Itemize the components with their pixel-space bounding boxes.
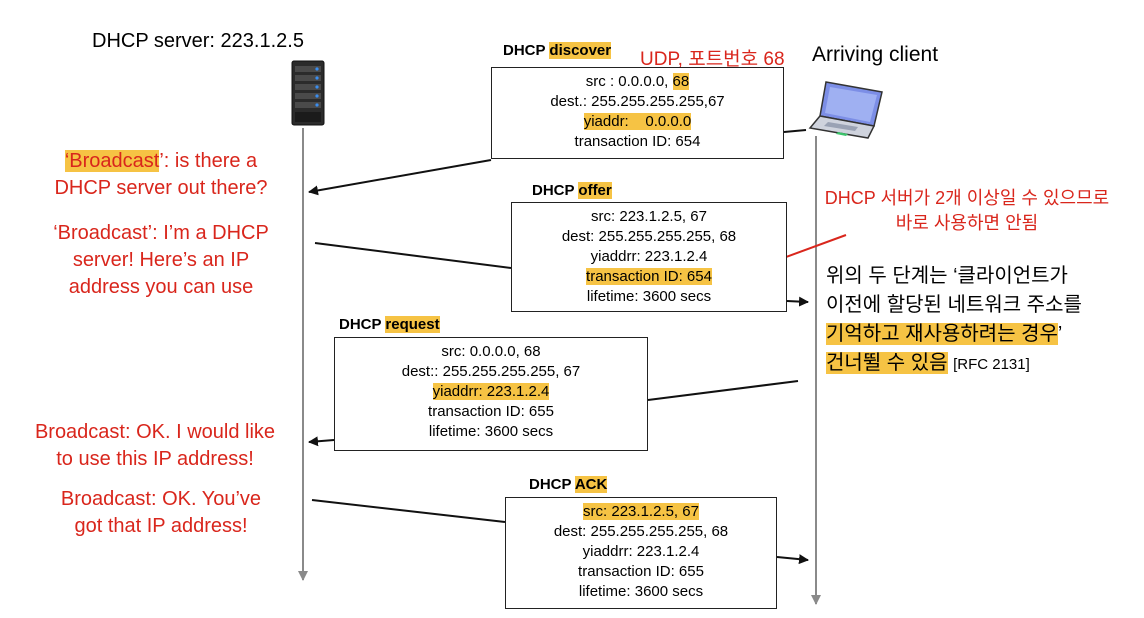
discover-note-line1: ‘Broadcast’: is there a xyxy=(22,148,300,175)
offer-title-prefix: DHCP xyxy=(532,182,579,199)
skip-note-line4-hl: 건너뛸 수 있음 xyxy=(826,352,948,374)
skip-note-line2: 이전에 할당된 네트워크 주소를 xyxy=(826,294,1082,316)
offer-line1: src: 223.1.2.5, 67 xyxy=(591,208,707,225)
discover-arrow xyxy=(308,159,492,196)
skip-steps-note: 위의 두 단계는 ‘클라이언트가 이전에 할당된 네트워크 주소를 기억하고 재… xyxy=(826,262,1142,379)
request-line2: dest:: 255.255.255.255, 67 xyxy=(401,363,581,380)
discover-title: DHCP discover xyxy=(503,42,612,59)
ack-line5: lifetime: 3600 secs xyxy=(578,583,704,600)
skip-note-line3: 기억하고 재사용하려는 경우’ xyxy=(826,320,1142,349)
ack-broadcast-note: Broadcast: OK. You’ve got that IP addres… xyxy=(22,486,300,540)
request-arrow-in xyxy=(647,380,799,401)
offer-broadcast-note: ‘Broadcast’: I’m a DHCP server! Here’s a… xyxy=(18,220,304,301)
server-label: DHCP server: 223.1.2.5 xyxy=(92,30,304,53)
offer-transaction-id: transaction ID: 654 xyxy=(586,268,712,285)
udp-port-note: UDP, 포트번호 68 xyxy=(640,49,785,70)
ack-line1: src: 223.1.2.5, 67 xyxy=(506,502,776,522)
ack-line2: dest: 255.255.255.255, 68 xyxy=(553,523,729,540)
laptop-icon xyxy=(808,78,888,140)
skip-note-line4: 건너뛸 수 있음 [RFC 2131] xyxy=(826,349,1142,379)
ack-arrow-in xyxy=(311,499,506,523)
discover-title-prefix: DHCP xyxy=(503,42,550,59)
ack-src: src: 223.1.2.5, 67 xyxy=(583,503,699,520)
request-line1: src: 0.0.0.0, 68 xyxy=(441,343,541,360)
offer-box: src: 223.1.2.5, 67 dest: 255.255.255.255… xyxy=(511,202,787,312)
offer-note-line1: ‘Broadcast’: I’m a DHCP xyxy=(53,222,269,244)
skip-note-line3-hl: 기억하고 재사용하려는 경우 xyxy=(826,323,1058,345)
ack-title: DHCP ACK xyxy=(529,476,608,493)
offer-title: DHCP offer xyxy=(532,182,612,199)
server-icon xyxy=(291,60,325,126)
rfc-reference: [RFC 2131] xyxy=(953,356,1030,373)
client-label: Arriving client xyxy=(812,43,939,66)
offer-note-line3: address you can use xyxy=(68,276,254,298)
ack-line3: yiaddrr: 223.1.2.4 xyxy=(582,543,700,560)
ack-note-line1: Broadcast: OK. You’ve xyxy=(60,488,262,510)
offer-line2: dest: 255.255.255.255, 68 xyxy=(561,228,737,245)
discover-title-kw: discover xyxy=(549,42,612,59)
warning-line1: DHCP 서버가 2개 이상일 수 있으므로 xyxy=(824,188,1110,208)
discover-src-port: 68 xyxy=(672,73,690,90)
discover-broadcast-note: ‘Broadcast’: is there a DHCP server out … xyxy=(22,148,300,202)
discover-note-line2: DHCP server out there? xyxy=(54,177,268,199)
ack-box: src: 223.1.2.5, 67 dest: 255.255.255.255… xyxy=(505,497,777,609)
server-label-prefix: DHCP server: xyxy=(92,30,221,52)
skip-note-line1: 위의 두 단계는 ‘클라이언트가 xyxy=(826,265,1068,287)
ack-arrow xyxy=(776,554,809,565)
ack-line4: transaction ID: 655 xyxy=(578,563,704,580)
ack-note-line2: got that IP address! xyxy=(74,515,248,537)
discover-line1-prefix: src : 0.0.0.0, xyxy=(585,73,673,90)
broadcast-highlight: ‘Broadcast xyxy=(64,150,160,172)
request-note-line2: to use this IP address! xyxy=(56,448,254,470)
request-line4: transaction ID: 655 xyxy=(428,403,554,420)
warning-line2: 바로 사용하면 안됨 xyxy=(895,213,1039,233)
offer-line4: transaction ID: 654 xyxy=(512,267,786,287)
multi-server-warning: DHCP 서버가 2개 이상일 수 있으므로 바로 사용하면 안됨 xyxy=(800,186,1134,236)
discover-arrow-in xyxy=(783,129,807,133)
discover-line4: transaction ID: 654 xyxy=(574,133,701,150)
offer-arrow-in xyxy=(314,242,512,269)
request-arrow xyxy=(308,436,335,447)
discover-yiaddr: yiaddr: 0.0.0.0 xyxy=(583,113,692,130)
request-broadcast-note: Broadcast: OK. I would like to use this … xyxy=(6,419,304,473)
ack-title-kw: ACK xyxy=(574,476,608,493)
skip-note-line3-tail: ’ xyxy=(1057,323,1063,345)
request-line5: lifetime: 3600 secs xyxy=(428,423,554,440)
offer-line3: yiaddrr: 223.1.2.4 xyxy=(590,248,708,265)
discover-line1: src : 0.0.0.0, 68 xyxy=(492,72,783,92)
offer-title-kw: offer xyxy=(578,182,612,199)
request-title-prefix: DHCP xyxy=(339,316,386,333)
request-yiaddr: yiaddrr: 223.1.2.4 xyxy=(432,383,550,400)
offer-note-line2: server! Here’s an IP xyxy=(72,249,250,271)
discover-line3: yiaddr: 0.0.0.0 xyxy=(492,112,783,132)
discover-line2: dest.: 255.255.255.255,67 xyxy=(550,93,725,110)
request-line3: yiaddrr: 223.1.2.4 xyxy=(335,382,647,402)
request-note-line1: Broadcast: OK. I would like xyxy=(34,421,276,443)
discover-note-rest: ’: is there a xyxy=(159,150,258,172)
ack-title-prefix: DHCP xyxy=(529,476,575,493)
offer-arrow xyxy=(786,296,809,307)
request-box: src: 0.0.0.0, 68 dest:: 255.255.255.255,… xyxy=(334,337,648,451)
request-title-kw: request xyxy=(385,316,440,333)
discover-box: src : 0.0.0.0, 68 dest.: 255.255.255.255… xyxy=(491,67,784,159)
request-title: DHCP request xyxy=(339,316,440,333)
server-address: 223.1.2.5 xyxy=(220,30,304,52)
offer-line5: lifetime: 3600 secs xyxy=(586,288,712,305)
